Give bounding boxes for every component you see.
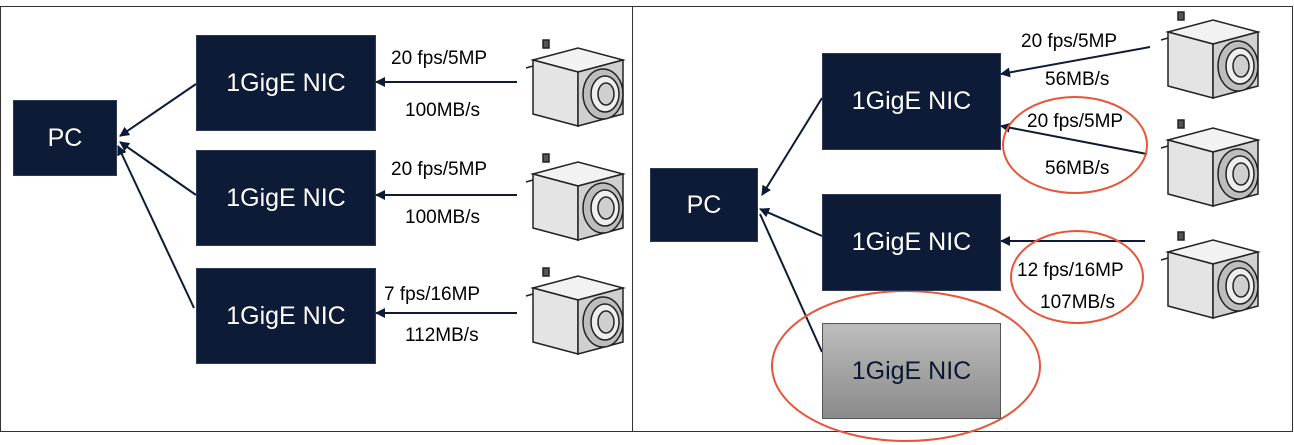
camera-icon bbox=[1160, 11, 1261, 99]
left-link-1-bandwidth: 100MB/s bbox=[405, 100, 480, 121]
left-link-2-bandwidth: 100MB/s bbox=[405, 207, 480, 228]
left-nic3-to-pc-arrow bbox=[117, 145, 195, 309]
left-nic2-to-pc-arrow bbox=[119, 141, 197, 196]
right-nic-2-label: 1GigE NIC bbox=[851, 228, 972, 256]
camera-icon bbox=[525, 153, 626, 241]
right-link-1-rate: 20 fps/5MP bbox=[1021, 31, 1118, 52]
right-cam2-to-nic-arrow bbox=[1000, 122, 1148, 155]
right-link-3-bandwidth: 107MB/s bbox=[1040, 292, 1115, 313]
right-nic-1: 1GigE NIC bbox=[822, 53, 1001, 150]
highlight-ring-16mp-link bbox=[1010, 230, 1144, 324]
left-nic-3-label: 1GigE NIC bbox=[226, 301, 346, 330]
camera-icon bbox=[1160, 119, 1261, 207]
right-nic-1-label: 1GigE NIC bbox=[851, 87, 972, 115]
right-nic-unused: 1GigE NIC bbox=[822, 323, 1001, 419]
right-link-2-bandwidth: 56MB/s bbox=[1045, 158, 1110, 179]
right-link-1-bandwidth: 56MB/s bbox=[1045, 69, 1110, 90]
right-pc-box: PC bbox=[650, 168, 758, 242]
camera-icon bbox=[525, 267, 626, 355]
right-link-3-rate: 12 fps/16MP bbox=[1017, 260, 1124, 281]
right-nic1-to-pc-arrow bbox=[761, 97, 823, 196]
right-nic-2: 1GigE NIC bbox=[822, 194, 1001, 291]
left-pc-label: PC bbox=[47, 123, 83, 152]
left-link-2-rate: 20 fps/5MP bbox=[391, 159, 488, 180]
right-nic-unused-label: 1GigE NIC bbox=[851, 356, 972, 385]
camera-icon bbox=[1160, 231, 1261, 319]
right-cam1-to-nic-arrow bbox=[1000, 46, 1151, 78]
highlight-ring-shared-link bbox=[1002, 96, 1148, 194]
left-link-1-rate: 20 fps/5MP bbox=[391, 48, 488, 69]
right-nic2-to-pc-arrow bbox=[759, 208, 823, 237]
left-link-3-bandwidth: 112MB/s bbox=[405, 325, 479, 346]
left-nic-2-label: 1GigE NIC bbox=[226, 183, 346, 212]
left-nic-1-label: 1GigE NIC bbox=[226, 68, 346, 97]
highlight-ring-unused-nic bbox=[771, 290, 1041, 442]
right-pc-label: PC bbox=[686, 190, 722, 219]
left-nic-3: 1GigE NIC bbox=[196, 268, 376, 364]
left-pc-box: PC bbox=[13, 100, 117, 176]
left-nic1-to-pc-arrow bbox=[119, 83, 197, 137]
camera-icon bbox=[525, 39, 626, 127]
right-link-2-rate: 20 fps/5MP bbox=[1027, 111, 1124, 132]
left-link-3-rate: 7 fps/16MP bbox=[384, 284, 481, 305]
right-nic3-to-pc-line bbox=[759, 213, 823, 353]
left-nic-2: 1GigE NIC bbox=[196, 150, 376, 246]
left-nic-1: 1GigE NIC bbox=[196, 35, 376, 131]
